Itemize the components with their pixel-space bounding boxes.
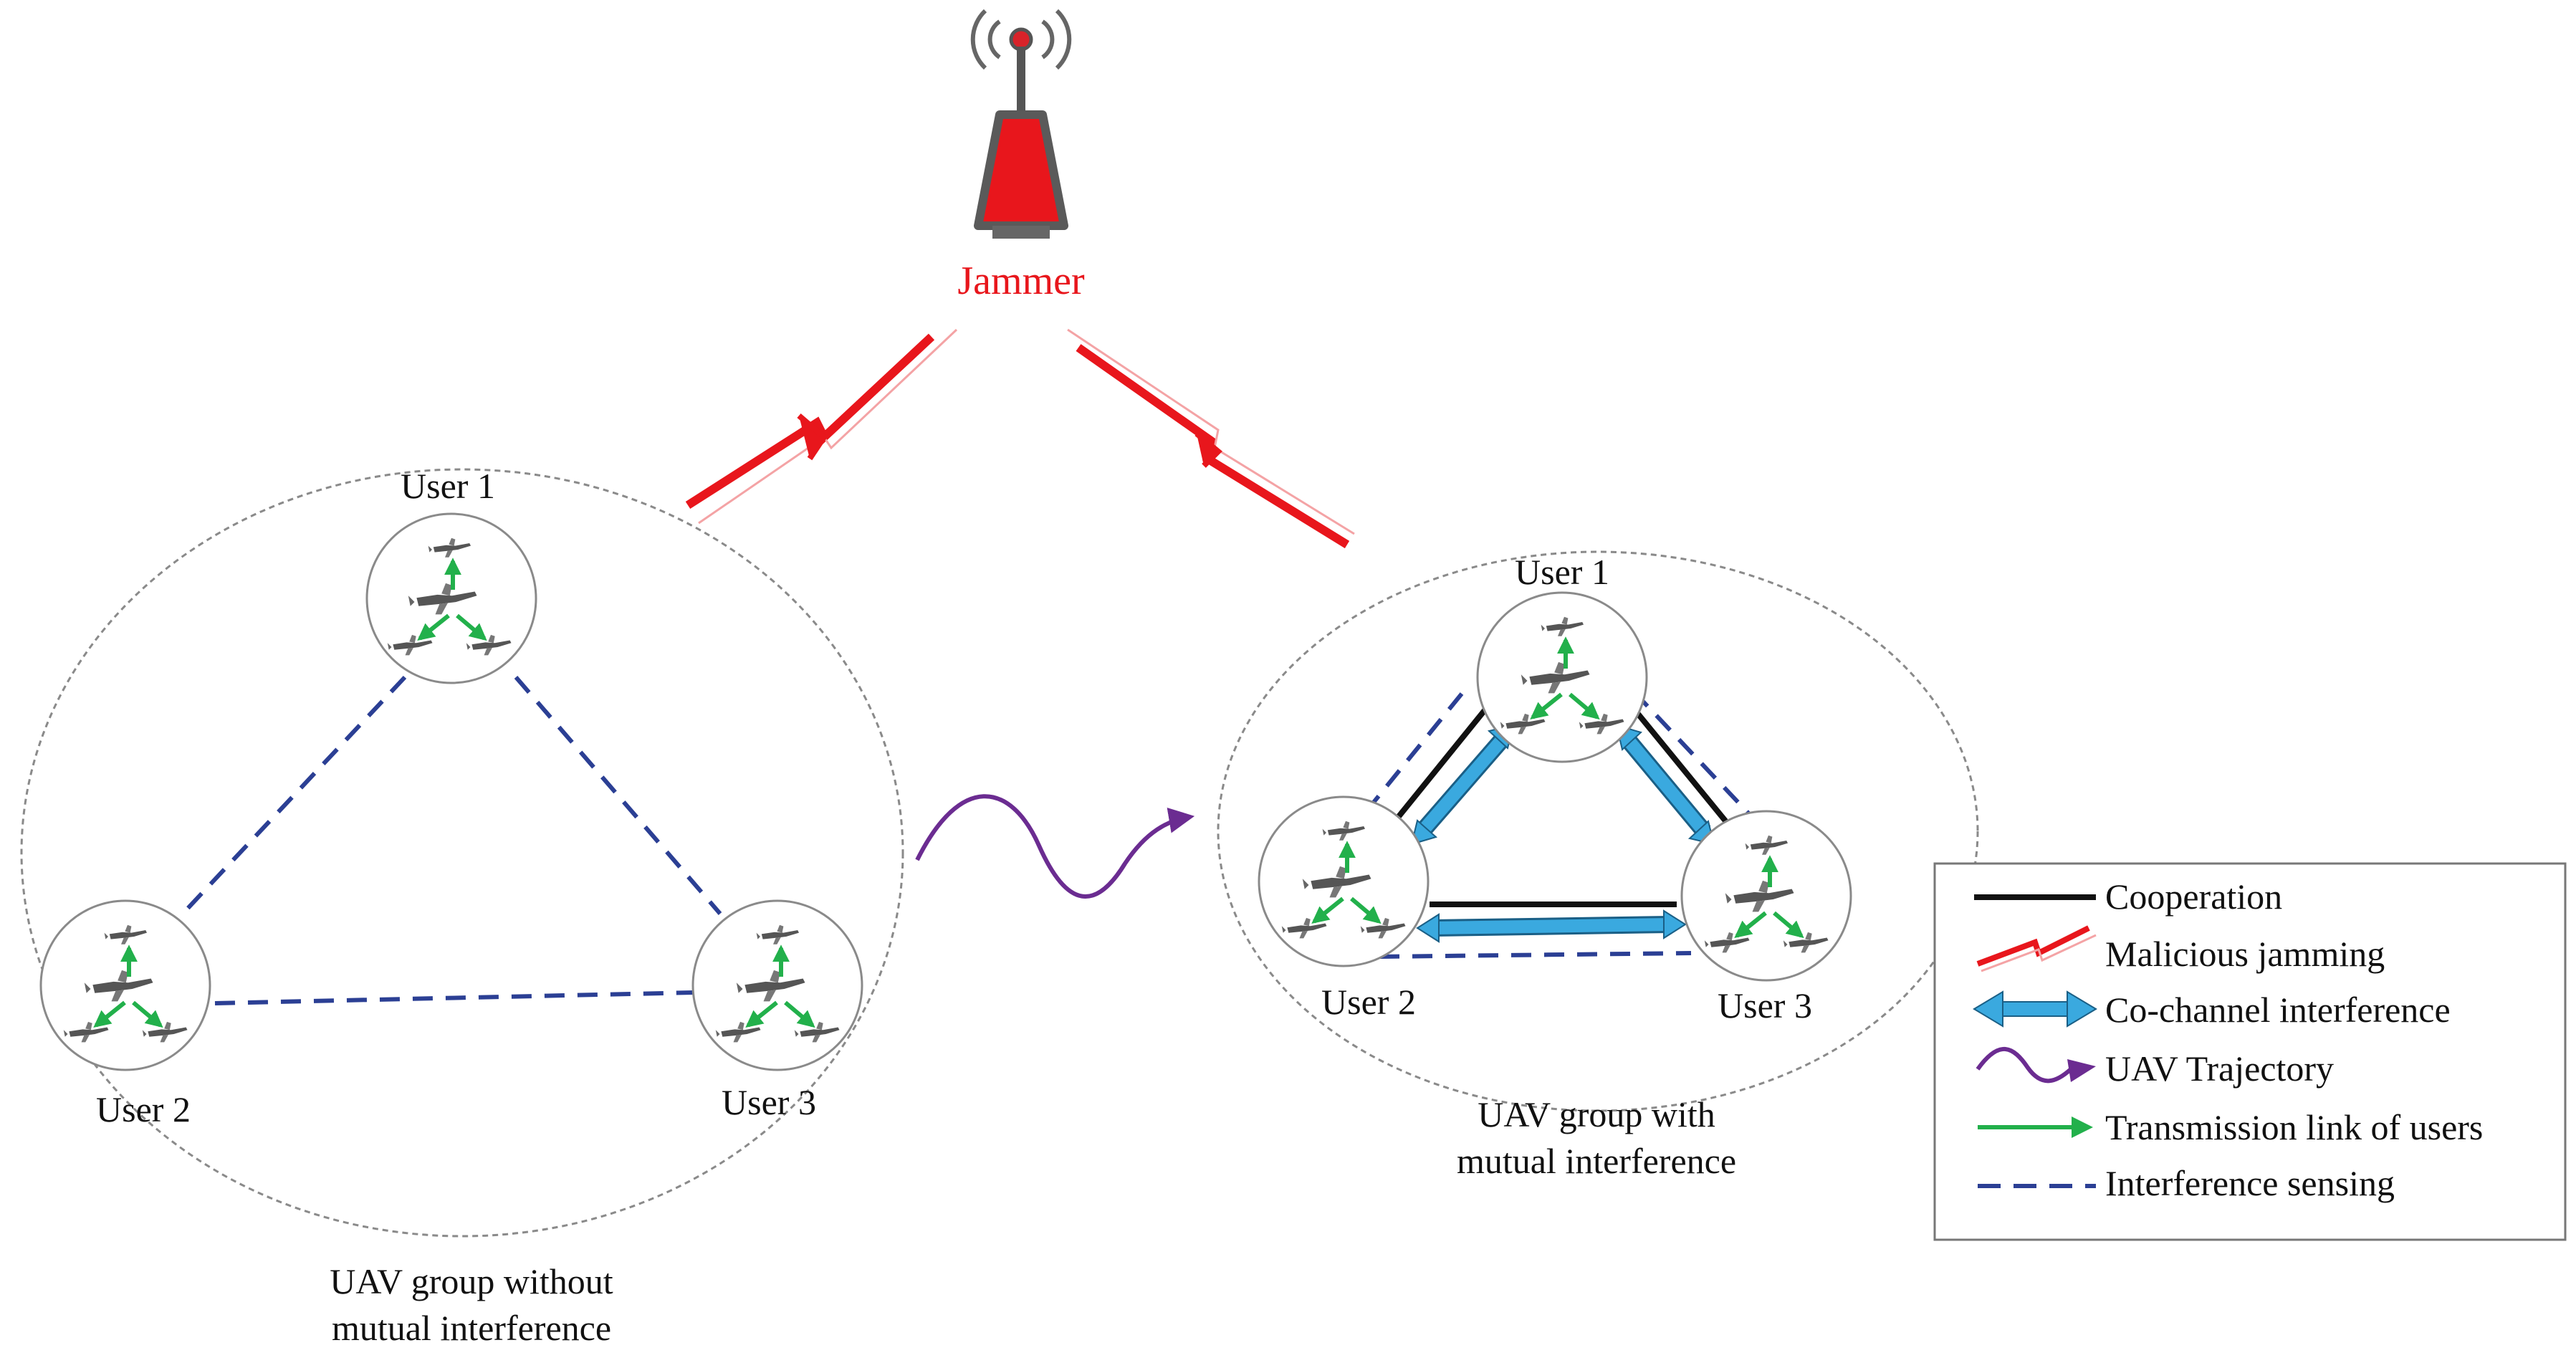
legend-item-label: UAV Trajectory — [2105, 1048, 2334, 1089]
group-caption-left-line2: mutual interference — [332, 1308, 611, 1348]
group-caption-left-line1: UAV group without — [330, 1261, 613, 1301]
group-with-interference: User 1 User 2 User 3 UAV group with mutu… — [1217, 550, 1979, 1181]
legend-item-label: Malicious jamming — [2105, 934, 2385, 974]
legend-item-label: Cooperation — [2105, 876, 2282, 917]
co-channel-link-r-13 — [1615, 724, 1715, 846]
legend-trajectory-icon — [1976, 1046, 2096, 1084]
sensing-link-r-13 — [1632, 689, 1754, 819]
user-label-right-2: User 2 — [1321, 982, 1416, 1022]
sensing-link-l-13 — [514, 676, 722, 915]
jamming-link-right — [1067, 328, 1355, 549]
jamming-link-left — [685, 328, 958, 525]
legend-co-channel-icon — [1973, 990, 2097, 1028]
cooperation-link-r-13 — [1634, 711, 1730, 825]
user-node-right-3 — [1680, 810, 1852, 982]
legend-jamming-icon — [1976, 925, 2097, 972]
user-label-right-1: User 1 — [1515, 552, 1609, 592]
user-node-left-2 — [39, 899, 211, 1071]
user-node-left-1 — [365, 512, 537, 684]
user-label-left-3: User 3 — [722, 1082, 816, 1122]
user-label-left-1: User 1 — [401, 466, 495, 506]
jammer-label: Jammer — [957, 259, 1085, 303]
co-channel-link-r-23 — [1416, 909, 1687, 943]
user-label-left-2: User 2 — [96, 1089, 191, 1129]
group-boundary-left — [20, 468, 904, 1238]
group-boundary-right — [1217, 550, 1979, 1112]
legend-box — [1933, 862, 2567, 1241]
sensing-link-r-12 — [1370, 692, 1464, 805]
legend: Cooperation Malicious jamming Co-channel… — [1933, 862, 2567, 1241]
group-without-interference: User 1 User 2 User 3 UAV group without m… — [20, 466, 904, 1348]
legend-item-label: Co-channel interference — [2105, 990, 2451, 1030]
user-node-right-2 — [1258, 795, 1430, 967]
legend-item-label: Interference sensing — [2105, 1163, 2395, 1203]
sensing-link-r-23 — [1379, 951, 1692, 959]
legend-item-label: Transmission link of users — [2105, 1107, 2483, 1147]
jammer-tower-icon — [970, 9, 1072, 239]
user-node-left-3 — [691, 899, 863, 1071]
user-label-right-3: User 3 — [1718, 985, 1812, 1025]
sensing-link-l-12 — [181, 675, 407, 916]
group-caption-right-line1: UAV group with — [1478, 1094, 1715, 1134]
user-node-right-1 — [1476, 591, 1648, 763]
cooperation-link-r-12 — [1391, 697, 1497, 825]
sensing-link-l-23 — [214, 990, 694, 1005]
group-caption-right-line2: mutual interference — [1457, 1141, 1736, 1181]
uav-trajectory-arrow — [915, 794, 1195, 899]
